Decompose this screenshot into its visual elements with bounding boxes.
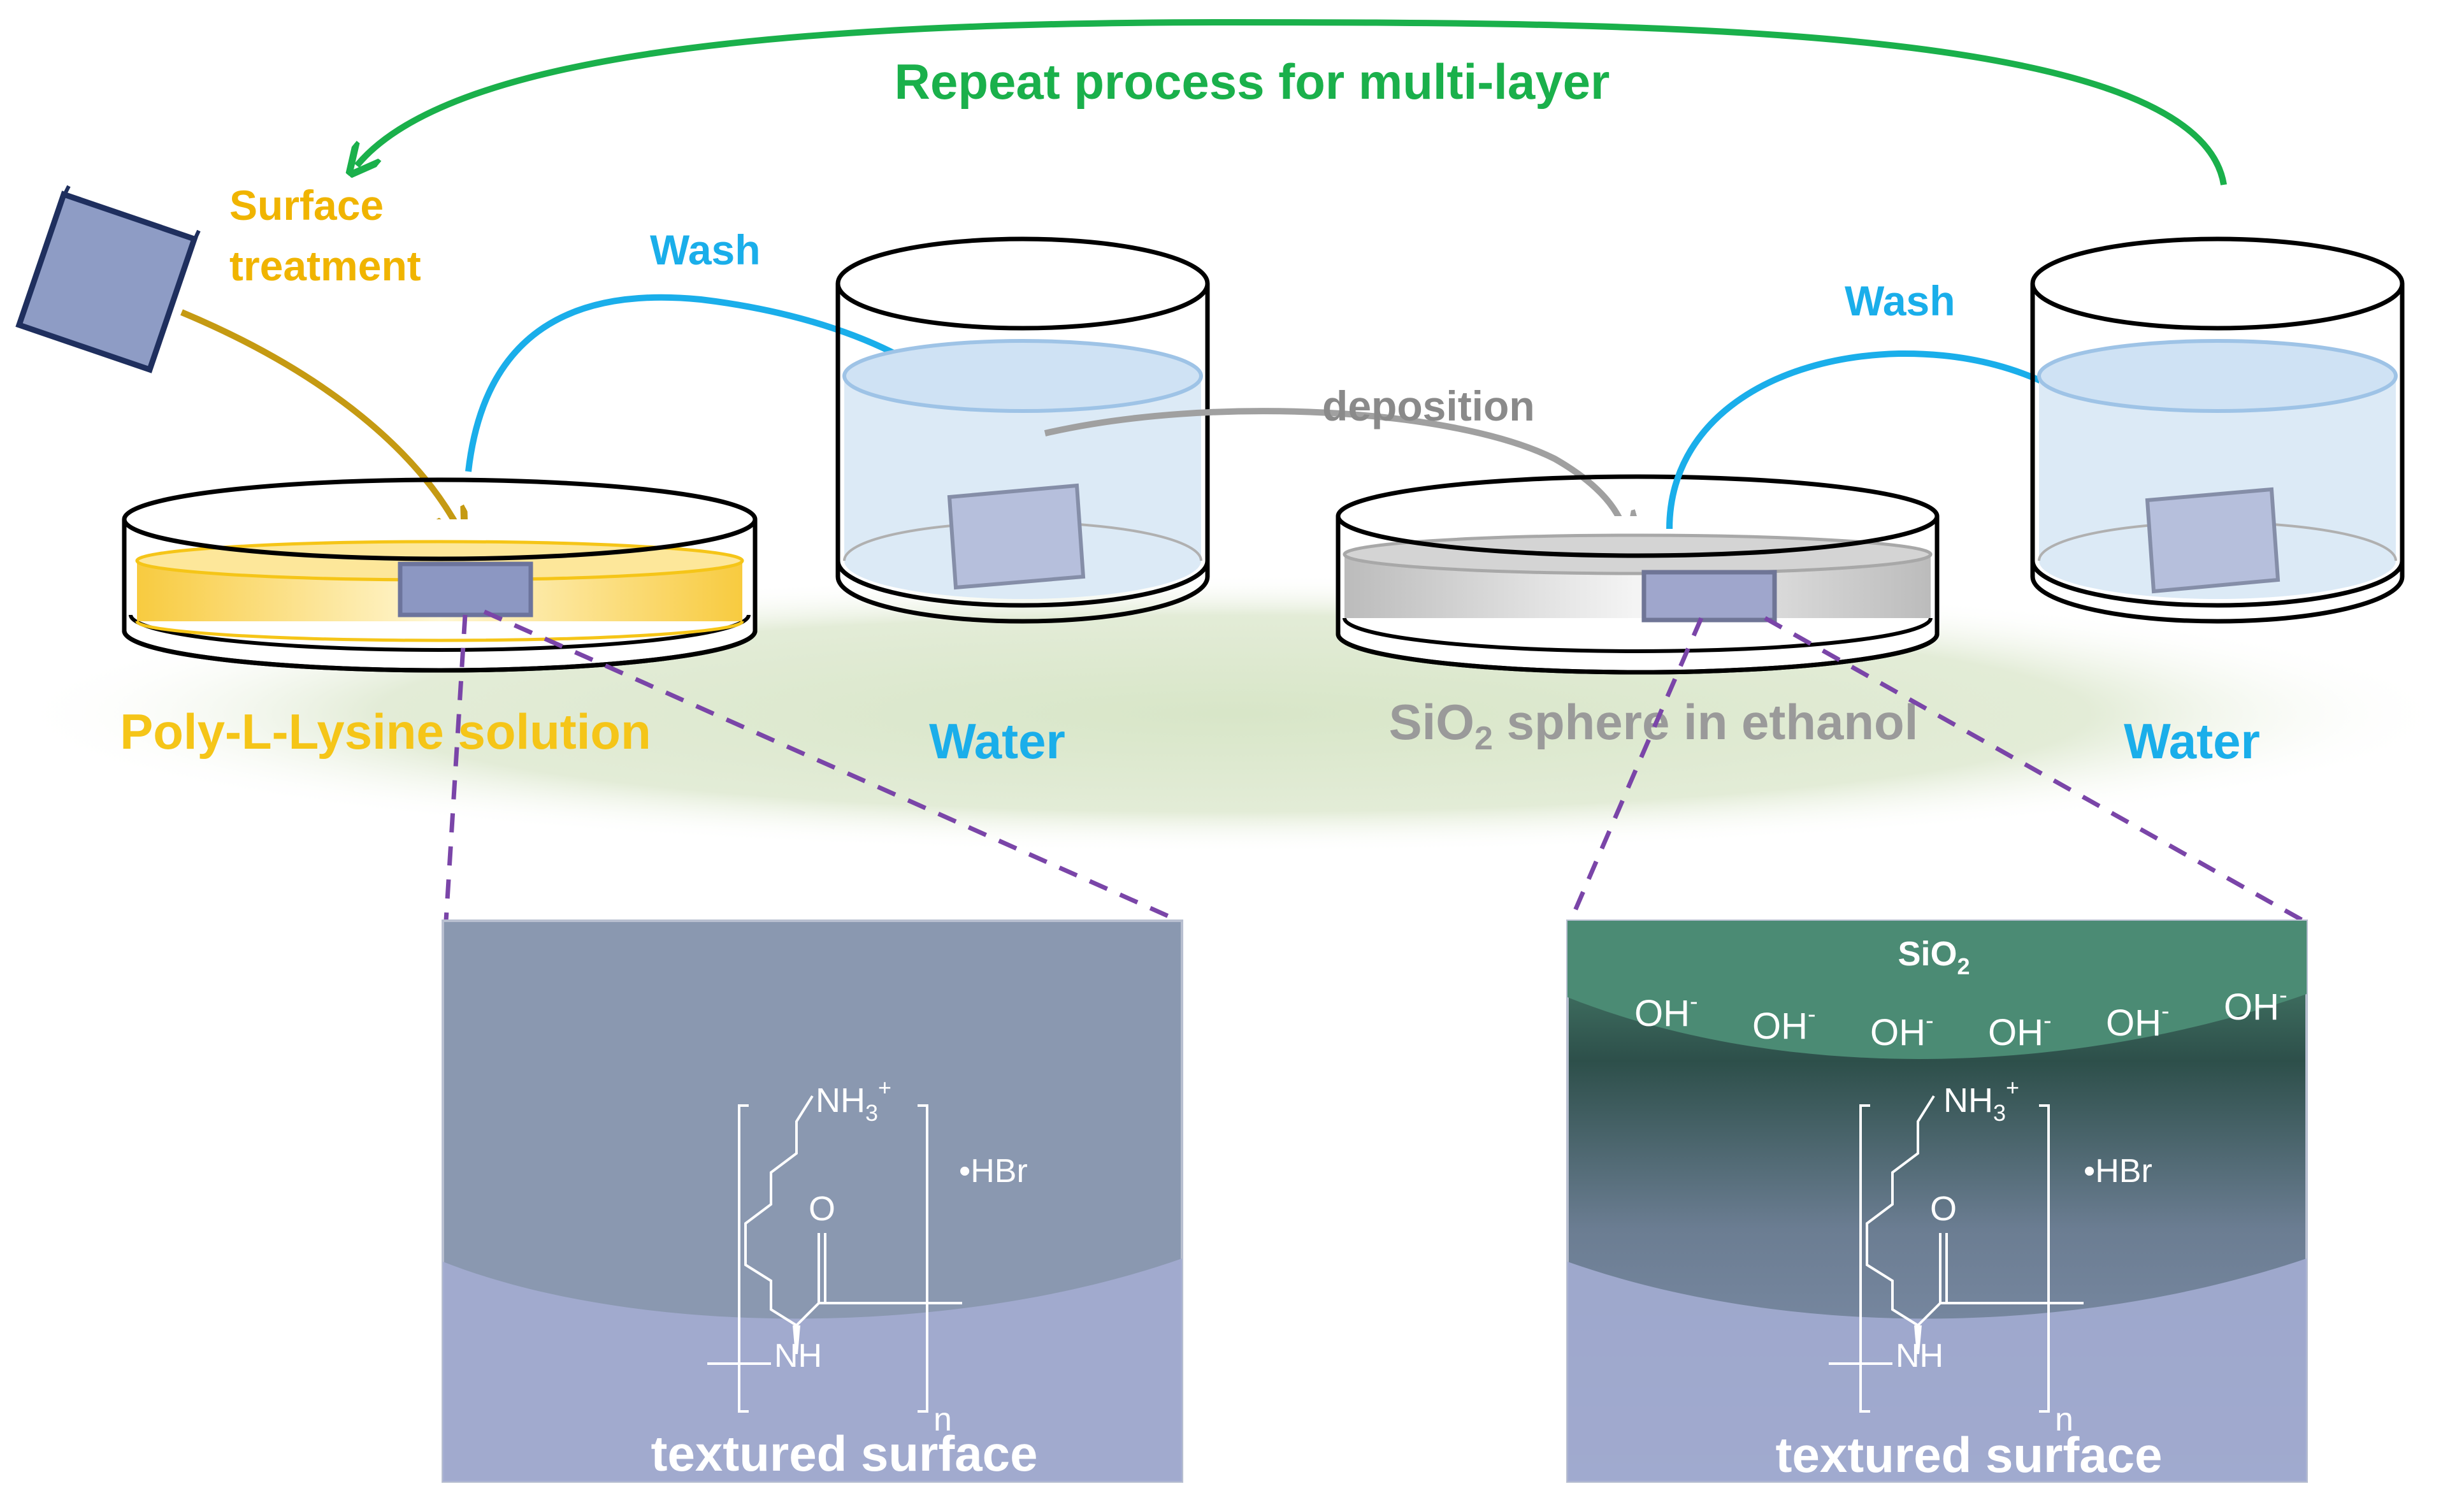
- left-o-label: O: [809, 1190, 835, 1228]
- right-zoom-lines: [1568, 616, 2305, 923]
- left-hbr-label: •HBr: [959, 1153, 1028, 1190]
- right-nh-label: NH: [1896, 1338, 1943, 1374]
- sio2-dish: [1336, 474, 1940, 675]
- surface-treatment-label-line2: treatment: [229, 242, 421, 289]
- oh-group-4: OH-: [1988, 1007, 2052, 1053]
- substrate-chip: [15, 185, 201, 373]
- left-zoom-panel: [442, 919, 1183, 1483]
- left-nh3-label: NH3+: [816, 1074, 891, 1126]
- right-surface-label: textured surface: [1776, 1427, 2163, 1483]
- right-o-label: O: [1930, 1190, 1957, 1228]
- left-wedge-bond: [793, 1325, 800, 1354]
- right-n-subscript: n: [2055, 1401, 2073, 1438]
- left-surface-label: textured surface: [651, 1425, 1038, 1482]
- oh-group-3: OH-: [1870, 1007, 1934, 1053]
- repeat-arrow: [357, 18, 2227, 185]
- water-beaker-2: [2030, 236, 2405, 624]
- right-molecule: [1829, 1095, 2084, 1413]
- oh-group-1: OH-: [1634, 988, 1698, 1034]
- right-wedge-bond: [1914, 1325, 1922, 1354]
- pll-dish: [122, 477, 758, 673]
- oh-group-2: OH-: [1752, 1001, 1816, 1047]
- hydroxyl-groups: OH- OH- OH- OH- OH- OH-: [1634, 982, 2287, 1053]
- left-n-subscript: n: [933, 1401, 952, 1438]
- sio2-sphere-label: SiO2 sphere in ethanol: [1389, 694, 1919, 757]
- wash-label-1: Wash: [650, 226, 761, 273]
- surface-treatment-label-line1: Surface: [229, 182, 384, 229]
- oh-group-6: OH-: [2224, 982, 2287, 1028]
- right-hbr-label: •HBr: [2084, 1153, 2152, 1190]
- left-molecule: [707, 1095, 962, 1413]
- right-zoom-panel: [1566, 919, 2308, 1483]
- surface-treatment-arrow: [180, 309, 459, 529]
- water-label-1: Water: [929, 713, 1065, 769]
- repeat-label: Repeat process for multi-layer: [895, 54, 1610, 110]
- deposition-label: deposition: [1322, 382, 1535, 429]
- water-beaker-1: [835, 236, 1210, 624]
- deposition-arrow: [1044, 408, 1625, 532]
- right-nh3-label: NH3+: [1943, 1074, 2019, 1126]
- left-zoom-lines: [443, 609, 1180, 923]
- wash-label-2: Wash: [1845, 277, 1956, 324]
- oh-group-5: OH-: [2106, 998, 2170, 1044]
- pll-solution-label: Poly-L-Lysine solution: [120, 703, 651, 760]
- right-sio2-label: SiO2: [1898, 935, 1970, 979]
- left-nh-label: NH: [774, 1338, 822, 1374]
- water-label-2: Water: [2124, 713, 2260, 769]
